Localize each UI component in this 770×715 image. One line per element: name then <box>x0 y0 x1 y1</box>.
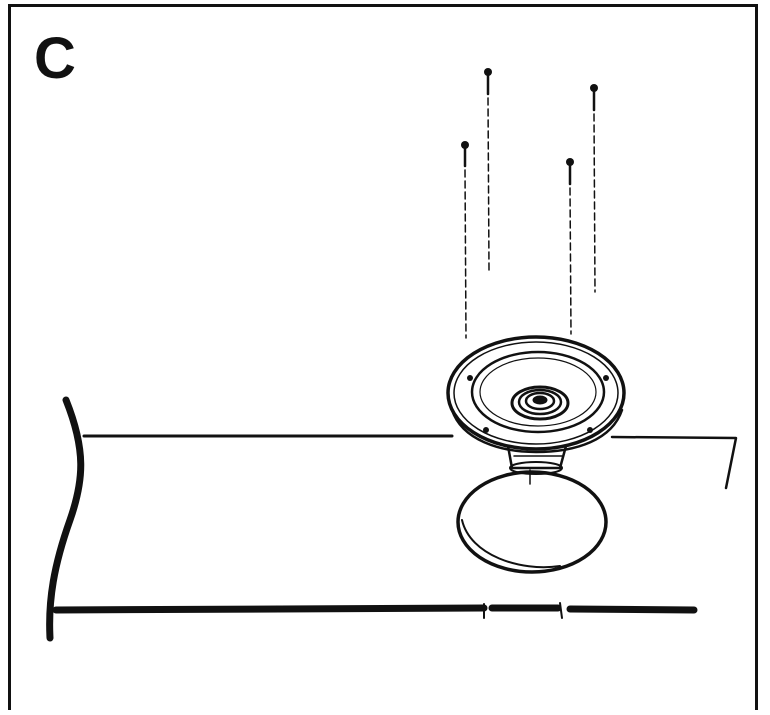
mounting-screw <box>461 68 598 339</box>
mounting-hole <box>456 470 608 574</box>
panel-surface <box>46 396 738 642</box>
step-label: C <box>34 26 76 91</box>
speaker <box>446 335 626 485</box>
illustration-frame <box>8 4 758 710</box>
